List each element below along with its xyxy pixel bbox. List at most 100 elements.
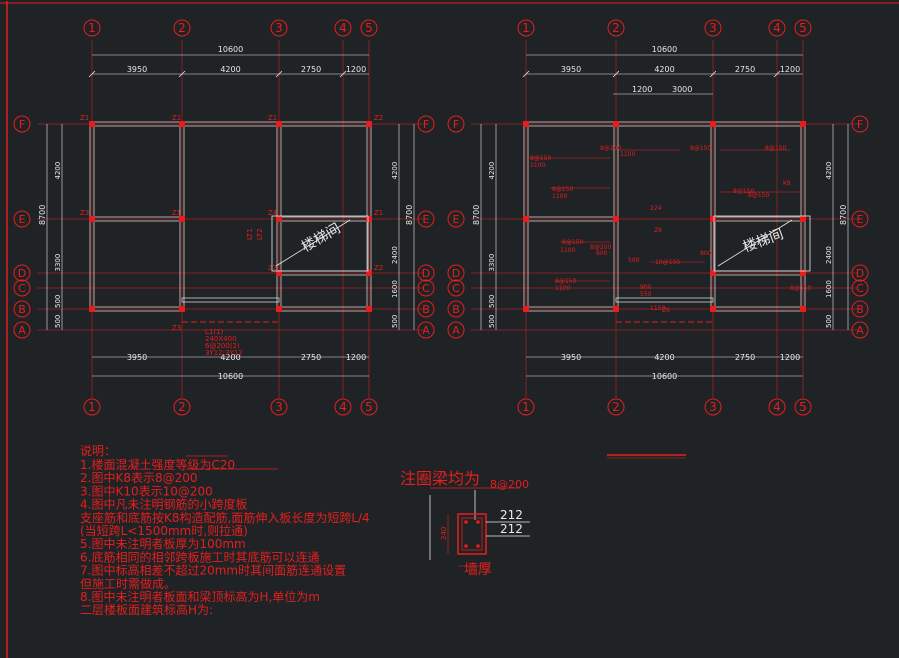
dim-right-3: 500	[391, 315, 399, 328]
axis-bubble-4	[768, 398, 786, 416]
rebar-tag-10: 500	[628, 257, 640, 264]
column	[800, 216, 806, 222]
rebar-tag-16: 1150	[650, 305, 665, 312]
column-tag-4: Z3	[80, 209, 89, 217]
plan-left-stair: 楼梯间 LT1 LT2	[246, 215, 369, 272]
detail-bar-bottom: 212	[500, 522, 523, 536]
axis-label-E: E	[19, 213, 26, 226]
column-tag-2: Z1	[268, 114, 277, 122]
dim-left-0: 4200	[54, 162, 62, 180]
axis-label-F: F	[453, 118, 459, 131]
dim-left-1: 3300	[488, 254, 496, 272]
column-tag-9: Z2	[374, 264, 383, 272]
rebar-tag-2: 8@200	[600, 145, 621, 152]
dim-top-0: 3950	[561, 65, 581, 74]
axis-label-C: C	[452, 282, 460, 295]
column	[523, 306, 529, 312]
column	[89, 216, 95, 222]
column	[613, 121, 619, 127]
dim-top-3: 1200	[780, 65, 800, 74]
column	[89, 306, 95, 312]
rebar-tag-3: 1100	[620, 151, 635, 158]
axis-bubble-B	[417, 300, 435, 318]
dim-tick	[773, 70, 781, 78]
stair-label-left: 楼梯间	[299, 221, 343, 256]
axis-bubble-2	[607, 19, 625, 37]
plan-left-bottom-note: L1(1) 240X400 6@200(2) 3Y12;3Y12	[205, 328, 243, 357]
axis-label-A: A	[856, 324, 864, 337]
rebar-tag-18: 8@150	[733, 188, 754, 195]
rebar-tag-15: 550	[640, 291, 652, 298]
rebar-tag-6: 8@150	[562, 239, 583, 246]
detail-height: 240	[440, 527, 448, 540]
axis-bubble-D	[417, 264, 435, 282]
rebar-tag-19: 8@150	[748, 192, 769, 199]
column-tag-3: Z2	[374, 114, 383, 122]
dim-left-0: 4200	[488, 162, 496, 180]
rebar-tag-12: 8@150	[555, 278, 576, 285]
stair-tag-lt2: LT2	[256, 228, 264, 240]
axis-label-3: 3	[275, 400, 283, 414]
axis-bubble-C	[447, 279, 465, 297]
axis-bubble-F	[13, 115, 31, 133]
axis-bubble-C	[417, 279, 435, 297]
column-tag-1: Z1	[172, 114, 181, 122]
axis-bubble-1	[517, 19, 535, 37]
axis-bubble-4	[334, 398, 352, 416]
axis-bubble-E	[13, 210, 31, 228]
dim-top-1: 4200	[220, 65, 240, 74]
column	[89, 121, 95, 127]
detail-bar-top: 212	[500, 508, 523, 522]
note-item-3: 4.图中凡未注明钢筋的小跨度板	[80, 497, 247, 512]
axis-label-4: 4	[773, 400, 781, 414]
axis-label-C: C	[18, 282, 26, 295]
dim-left-1: 3300	[54, 254, 62, 272]
dim-sub-0: 1200	[632, 85, 652, 94]
axis-label-2: 2	[612, 400, 620, 414]
axis-label-D: D	[18, 267, 26, 280]
axis-label-D: D	[856, 267, 864, 280]
axis-label-A: A	[18, 324, 26, 337]
note-item-10: 8.图中未注明者板面和梁顶标高为H,单位为m	[80, 589, 320, 604]
plan-right-stair: 楼梯间	[713, 215, 811, 272]
axis-label-E: E	[453, 213, 460, 226]
axis-bubble-B	[447, 300, 465, 318]
axis-bubble-5	[794, 398, 812, 416]
axis-label-C: C	[422, 282, 430, 295]
rebar-tag-4: 8@150	[552, 186, 573, 193]
axis-bubble-2	[173, 19, 191, 37]
stair-tag-lt1: LT1	[246, 228, 254, 240]
axis-bubble-F	[417, 115, 435, 133]
column	[276, 121, 282, 127]
axis-label-1: 1	[522, 21, 530, 35]
dim-bottom-2: 2750	[735, 353, 755, 362]
axis-bubble-A	[447, 321, 465, 339]
beam-note-3: 6@200(2)	[205, 342, 240, 350]
note-item-5: (当短跨L<1500mm时,则拉通)	[80, 523, 248, 538]
rebar-tag-21: K8	[783, 180, 791, 187]
axis-label-5: 5	[365, 400, 373, 414]
axis-label-A: A	[452, 324, 460, 337]
dim-bottom-1: 4200	[220, 353, 240, 362]
dim-right-0: 4200	[825, 162, 833, 180]
column	[366, 270, 372, 276]
column-tag-10: Z3	[172, 324, 181, 332]
notes-block: 说明： 1.楼面混凝土强度等级为C202.图中K8表示8@2003.图中K10表…	[80, 443, 370, 617]
axis-bubble-D	[851, 264, 869, 282]
axis-bubble-3	[704, 398, 722, 416]
rebar-tag-22: Z6	[662, 307, 670, 314]
axis-bubble-1	[517, 398, 535, 416]
axis-label-5: 5	[799, 400, 807, 414]
axis-bubble-3	[704, 19, 722, 37]
note-item-11: 二层楼板面建筑标高H为:	[80, 602, 213, 617]
column	[276, 216, 282, 222]
axis-label-4: 4	[339, 21, 347, 35]
axis-bubble-A	[13, 321, 31, 339]
detail-stirrup: 8@200	[490, 478, 529, 491]
column	[613, 216, 619, 222]
rebar-tag-26: 8@150	[790, 285, 811, 292]
rebar-tag-25: 900	[700, 250, 712, 257]
axis-bubble-4	[334, 19, 352, 37]
